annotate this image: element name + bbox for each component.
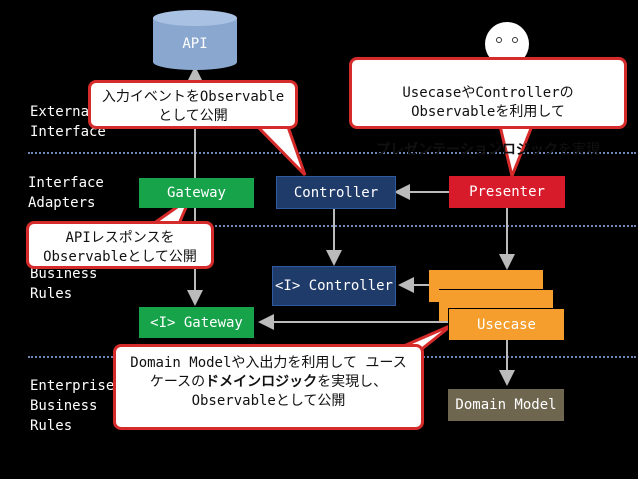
domain-model-box: Domain Model (448, 389, 564, 421)
api-database-icon (153, 10, 237, 70)
callout-domain-line3: Observableとして公開 (191, 393, 346, 409)
layer-separator-2 (28, 225, 636, 227)
callout-domain-line2-a: ケースの (149, 374, 206, 390)
layer-label-enterprise: Enterprise Business Rules (30, 378, 115, 434)
callout-domain-logic: Domain Modelや入出力を利用して ユース ケースのドメインロジックを実… (113, 344, 424, 430)
callout-domain-line2: ケースのドメインロジックを実現し、 (122, 373, 415, 392)
usecase-box: Usecase (448, 308, 564, 340)
callout-domain-line2-bold: ドメインロジック (205, 374, 318, 390)
callout-presentation-bold: プレゼンテーションロジック (376, 142, 558, 158)
i-controller-box: <I> Controller (272, 266, 396, 306)
i-gateway-box: <I> Gateway (139, 307, 254, 338)
gateway-box: Gateway (139, 178, 254, 208)
layer-separator-1 (28, 152, 636, 154)
callout-input-event: 入力イベントをObservable として公開 (88, 80, 298, 129)
presenter-box: Presenter (449, 176, 565, 208)
callout-domain-line1: Domain Modelや入出力を利用して ユース (130, 355, 407, 371)
callout-domain-line2-b: を実現し、 (317, 374, 388, 390)
layer-label-business: Business Rules (30, 266, 98, 302)
face-icon (485, 22, 529, 66)
layer-label-external: External Interface (30, 104, 106, 140)
callout-presentation-rest: を実現 (557, 142, 600, 158)
api-label: API (182, 36, 208, 52)
layer-label-adapters: Interface Adapters (28, 175, 104, 211)
controller-box: Controller (276, 176, 396, 209)
callout-tail-input (251, 122, 307, 177)
callout-presentation: UsecaseやControllerの Observableを利用して プレゼン… (349, 57, 627, 158)
callout-presentation-line1: UsecaseやControllerの Observableを利用して (402, 85, 574, 120)
callout-api-response: APIレスポンスを Observableとして公開 (26, 221, 214, 269)
